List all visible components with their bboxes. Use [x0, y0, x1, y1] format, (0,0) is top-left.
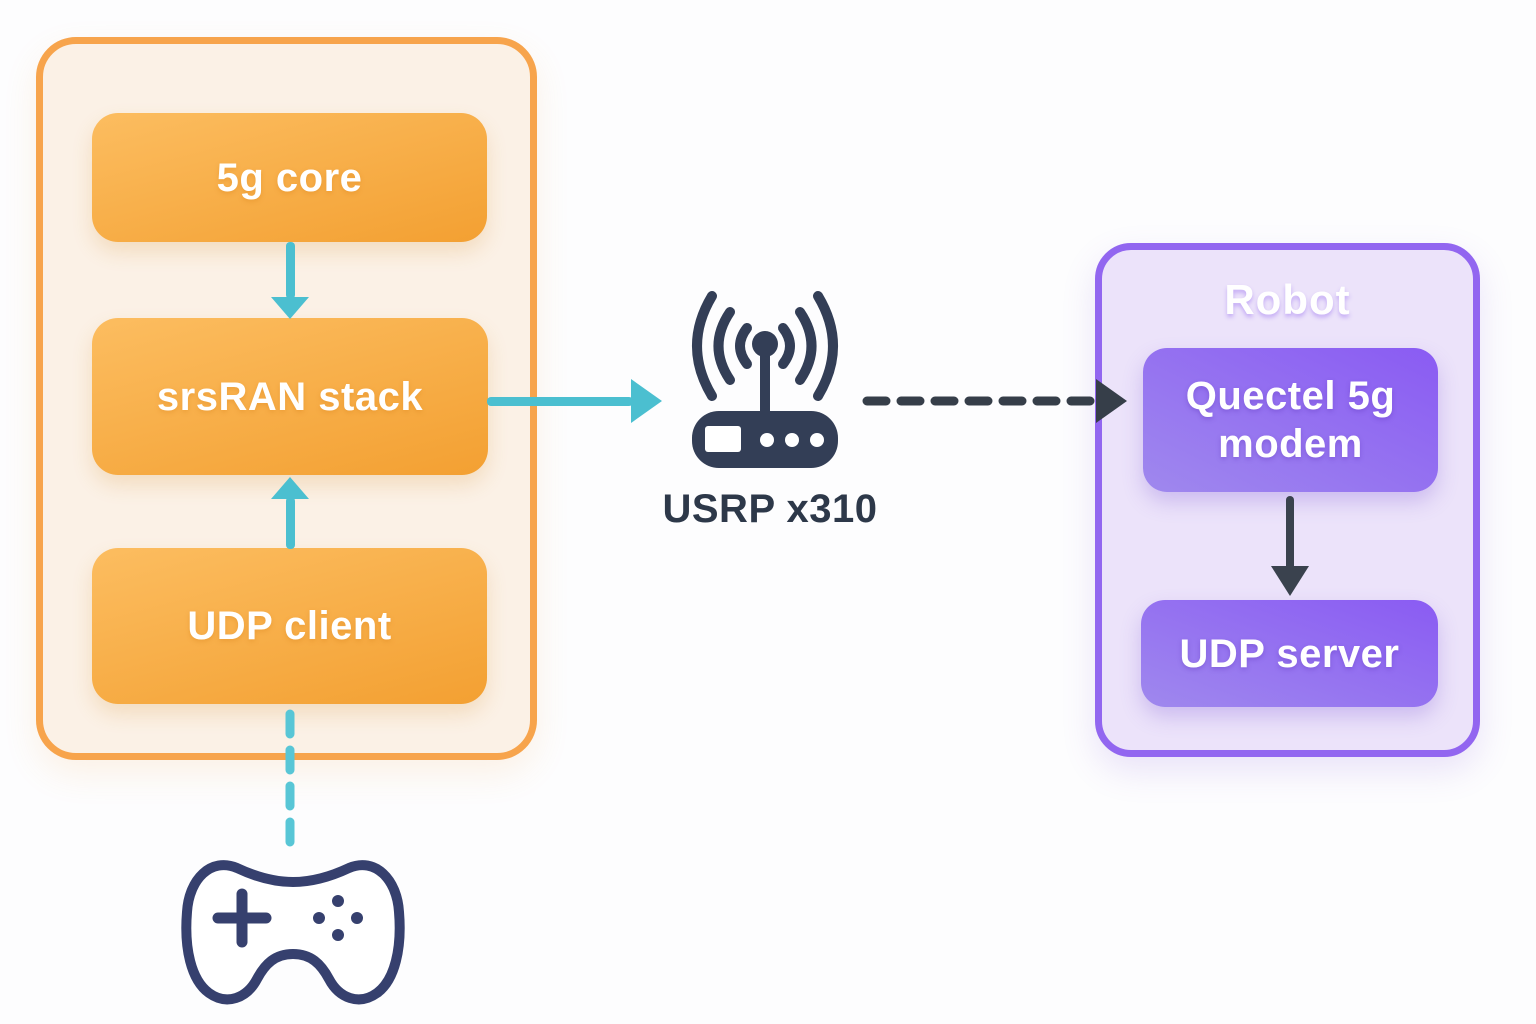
wireless-router-icon: [692, 291, 838, 468]
edge-core-to-srsran-arrowhead-icon: [271, 297, 309, 319]
node-srsran-stack: srsRAN stack: [92, 318, 488, 475]
edge-gamepad-to-udpclient-dashed-line: [285, 709, 295, 857]
node-srsran-stack-label: srsRAN stack: [156, 374, 424, 419]
robot-group-title: Robot: [1224, 276, 1351, 323]
edge-udpclient-to-srsran-shaft: [286, 497, 295, 549]
edge-core-to-srsran-shaft: [286, 242, 295, 299]
node-quectel-5g-modem: Quectel 5g modem: [1143, 348, 1438, 492]
edge-usrp-to-modem-dashed-line: [862, 396, 1098, 406]
gamepad-icon: [181, 860, 405, 1005]
usrp-label: USRP x310: [662, 487, 878, 531]
node-5g-core-label: 5g core: [216, 155, 363, 200]
node-quectel-5g-modem-label: Quectel 5g modem: [1185, 374, 1396, 466]
node-udp-client-label: UDP client: [187, 604, 392, 648]
edge-modem-to-udpserver-shaft: [1286, 496, 1294, 570]
edge-modem-to-udpserver-arrowhead-icon: [1271, 566, 1309, 596]
edge-srsran-to-usrp-shaft: [487, 397, 633, 406]
node-udp-server: UDP server: [1141, 600, 1438, 707]
node-udp-client: UDP client: [92, 548, 487, 704]
node-udp-server-label: UDP server: [1179, 631, 1400, 676]
edge-srsran-to-usrp-arrowhead-icon: [631, 379, 662, 423]
edge-udpclient-to-srsran-arrowhead-icon: [271, 477, 309, 499]
edge-usrp-to-modem-arrowhead-icon: [1096, 379, 1127, 423]
node-5g-core: 5g core: [92, 113, 487, 242]
